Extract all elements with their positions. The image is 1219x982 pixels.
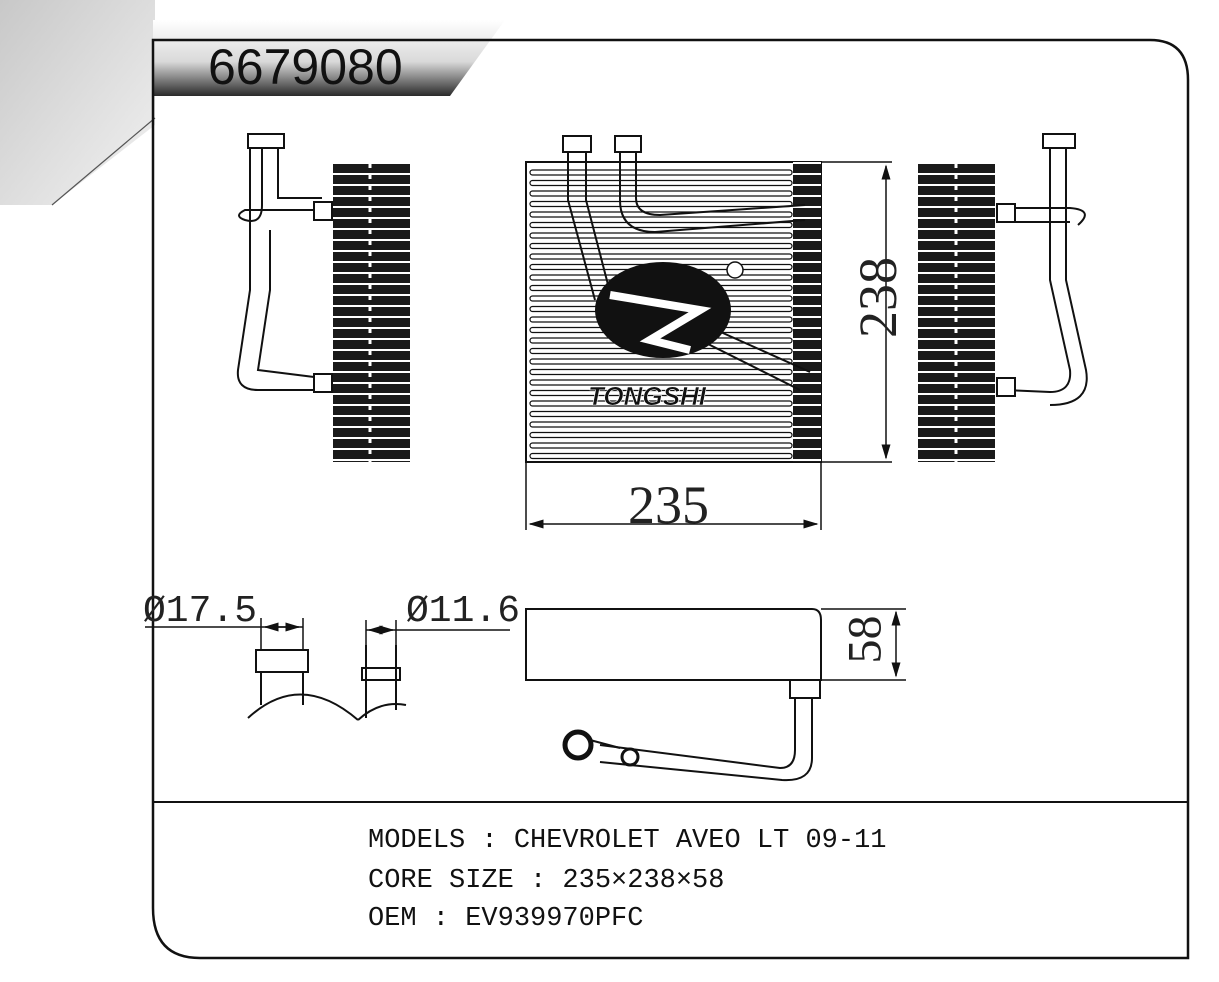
core-tube (529, 200, 793, 208)
part-number: 6679080 (208, 39, 403, 95)
spec-models: MODELS : CHEVROLET AVEO LT 09-11 (368, 826, 887, 856)
core-tube (529, 358, 793, 365)
core-tube (529, 431, 793, 439)
small-pipe-diameter-label: Ø11.6 (406, 590, 521, 633)
core-tube (529, 400, 793, 407)
width-dimension-label: 235 (628, 475, 709, 535)
height-dimension-label: 238 (848, 257, 908, 338)
pipe-detail-small (357, 620, 510, 721)
core-tube (529, 169, 793, 176)
core-tube (529, 242, 793, 250)
large-pipe-diameter-label: Ø17.5 (143, 590, 258, 633)
pipe-detail-large (145, 618, 359, 721)
top-view (525, 608, 822, 782)
right-side-view (918, 133, 1088, 462)
core-tube (529, 179, 793, 187)
drawing-frame (151, 38, 1190, 960)
core-tube (529, 410, 793, 418)
spec-core-size: CORE SIZE : 235×238×58 (368, 866, 725, 896)
dimension-lines (525, 161, 906, 681)
core-tube (529, 442, 793, 449)
core-tube (529, 421, 793, 428)
tongshi-logo: TONGSHI (588, 261, 744, 411)
core-tube (529, 190, 793, 197)
core-tube (529, 389, 793, 397)
front-view: TONGSHI (525, 135, 822, 463)
core-tube (529, 368, 793, 376)
core-tube (529, 232, 793, 239)
header-banner (0, 0, 505, 206)
depth-dimension-label: 58 (838, 615, 892, 664)
left-side-view (236, 133, 410, 462)
svg-text:TONGSHI: TONGSHI (588, 381, 707, 411)
core-tube (529, 452, 793, 460)
core-tube (529, 253, 793, 260)
core-tube (529, 379, 793, 386)
spec-oem: OEM : EV939970PFC (368, 904, 644, 934)
